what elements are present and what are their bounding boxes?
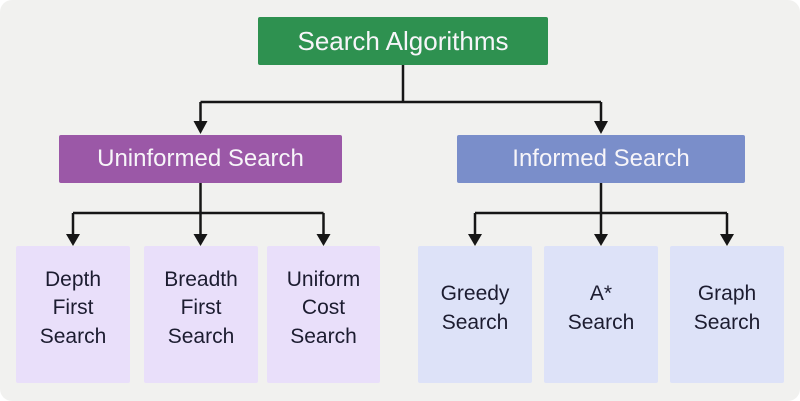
node-uniform-cost-search: Uniform Cost Search [267,246,380,383]
node-search-algorithms-label: Search Algorithms [297,25,509,56]
node-breadth-first-search-label: Breadth First Search [164,268,238,348]
node-depth-first-search: Depth First Search [16,246,130,383]
node-informed-search-label: Informed Search [512,145,690,172]
node-breadth-first-search: Breadth First Search [144,246,258,383]
node-a-star-search-label: A* Search [567,282,635,334]
node-depth-first-search-label: Depth First Search [39,268,107,348]
node-greedy-search-label: Greedy Search [440,282,510,334]
node-informed-search: Informed Search [457,135,745,183]
node-uniform-cost-search-label: Uniform Cost Search [286,268,361,348]
node-graph-search-label: Graph Search [693,282,761,334]
node-uninformed-search-label: Uninformed Search [97,145,304,172]
node-graph-search: Graph Search [670,246,784,383]
node-uninformed-search: Uninformed Search [59,135,342,183]
node-search-algorithms: Search Algorithms [258,17,548,65]
node-a-star-search: A* Search [544,246,658,383]
node-greedy-search: Greedy Search [418,246,532,383]
